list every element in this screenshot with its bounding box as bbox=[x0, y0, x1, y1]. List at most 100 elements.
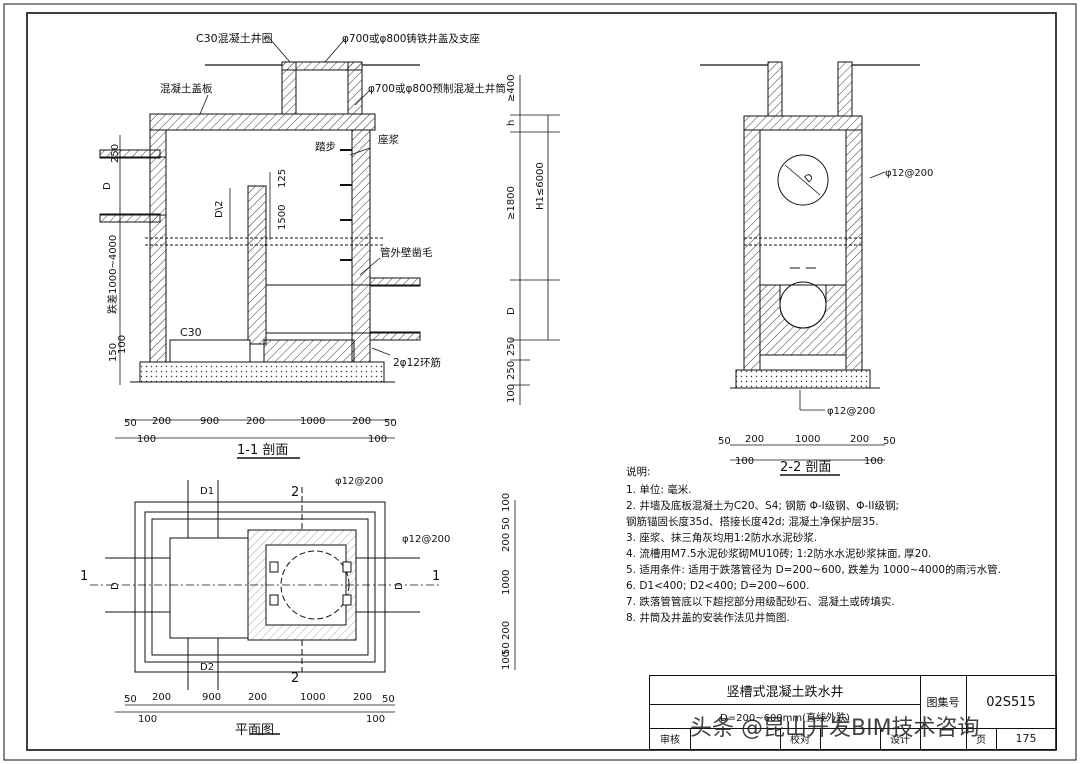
dim-p-v200b: 200 bbox=[501, 621, 512, 640]
label-cover: φ700或φ800铸铁井盖及支座 bbox=[342, 32, 480, 45]
title-section-1-1: 1-1 剖面 bbox=[237, 443, 288, 458]
dim-p-v50b: 50 bbox=[501, 642, 512, 655]
label-c30-ring: C30混凝土井圈 bbox=[196, 31, 273, 45]
label-slab: 混凝土盖板 bbox=[160, 82, 213, 95]
dim-p-c: 900 bbox=[202, 692, 221, 703]
notes-heading: 说明: bbox=[626, 466, 651, 478]
dim-p-h: 100 bbox=[138, 714, 157, 725]
dim-v125: 125 bbox=[277, 169, 288, 188]
note-item: 6. D1<400; D2<400; D=200~600. bbox=[626, 580, 810, 592]
title-block-atlas-label: 图集号 bbox=[920, 676, 967, 729]
dim-left-a: 50 bbox=[124, 418, 137, 429]
note-item: 8. 井筒及井盖的安装作法见井筒图. bbox=[626, 612, 790, 624]
dim-p-e: 1000 bbox=[300, 692, 325, 703]
dim-r250a: 250 bbox=[506, 337, 517, 356]
dim-p-a: 50 bbox=[124, 694, 137, 705]
dim-left-d: 200 bbox=[246, 416, 265, 427]
title-plan: 平面图 bbox=[235, 723, 274, 738]
dim-left-b: 200 bbox=[152, 416, 171, 427]
dim-p-v200a: 200 bbox=[501, 533, 512, 552]
label-d-plan-r: D bbox=[394, 582, 405, 590]
dim-p-i: 100 bbox=[366, 714, 385, 725]
sheet-outer-border bbox=[3, 3, 1077, 761]
title-block-design-sign bbox=[920, 728, 967, 749]
note-item: 5. 适用条件: 适用于跌落管径为 D=200~600, 跌差为 1000~40… bbox=[626, 564, 1001, 576]
dimension-column bbox=[510, 75, 560, 405]
title-section-2-2: 2-2 剖面 bbox=[780, 460, 831, 475]
label-d2: D\2 bbox=[214, 201, 225, 218]
label-rebar-4: φ12@200 bbox=[402, 534, 450, 545]
dim-s2-d: 200 bbox=[850, 434, 869, 445]
note-item: 4. 流槽用M7.5水泥砂浆砌MU10砖; 1:2防水水泥砂浆抹面, 厚20. bbox=[626, 548, 932, 560]
dim-left-g: 50 bbox=[384, 418, 397, 429]
title-block-check-sign bbox=[820, 728, 881, 749]
dim-s2-g: 100 bbox=[864, 456, 883, 467]
note-item: 2. 井墙及底板混凝土为C20、S4; 钢筋 Φ-I级钢、Φ-II级钢; bbox=[626, 500, 900, 512]
dim-p-v100a: 100 bbox=[501, 493, 512, 512]
label-drop: 跌差1000~4000 bbox=[106, 235, 119, 314]
section-2-2 bbox=[700, 61, 920, 476]
dim-p-b: 200 bbox=[152, 692, 171, 703]
label-d-left: D bbox=[102, 182, 113, 190]
dim-left-f: 200 bbox=[352, 416, 371, 427]
dim-r250b: 250 bbox=[506, 361, 517, 380]
title-block-review-sign bbox=[690, 728, 781, 749]
section-1-1 bbox=[99, 38, 421, 459]
title-block-review: 审核 bbox=[650, 728, 691, 749]
label-c30: C30 bbox=[180, 326, 202, 339]
dim-v100: 100 bbox=[117, 335, 128, 354]
section-mark-2b: 2 bbox=[291, 671, 299, 686]
section-mark-2a: 2 bbox=[291, 485, 299, 500]
dim-h1: H1≤6000 bbox=[535, 162, 546, 210]
label-d1: D1 bbox=[200, 486, 214, 497]
label-step: 踏步 bbox=[315, 140, 336, 153]
watermark-text: 头条 @昆山开发BIM技术咨询 bbox=[690, 716, 980, 741]
dim-s2-b: 200 bbox=[745, 434, 764, 445]
dim-p-g: 50 bbox=[382, 694, 395, 705]
label-ring-bar: 2φ12环筋 bbox=[393, 356, 441, 369]
dim-v150: 150 bbox=[108, 343, 119, 362]
note-item: 1. 单位: 毫米. bbox=[626, 484, 692, 496]
label-rebar-1: φ12@200 bbox=[885, 168, 933, 179]
dim-s2-f: 100 bbox=[735, 456, 754, 467]
title-block-subtitle: D=200~600mm(直线外跌) bbox=[650, 704, 921, 729]
dim-left-h: 100 bbox=[137, 434, 156, 445]
dim-s2-c: 1000 bbox=[795, 434, 820, 445]
section-mark-1b: 1 bbox=[432, 569, 440, 584]
label-d-plan-l: D bbox=[110, 582, 121, 590]
dim-r100: 100 bbox=[506, 384, 517, 403]
label-rebar-2: φ12@200 bbox=[827, 406, 875, 417]
dim-p-v100b: 100 bbox=[501, 651, 512, 670]
label-mortar: 座浆 bbox=[378, 133, 399, 146]
title-block: 竖槽式混凝土跌水井 D=200~600mm(直线外跌) 图集号 02S515 审… bbox=[649, 675, 1057, 750]
note-item: 钢筋锚固长度35d、搭接长度42d; 混凝土净保护层35. bbox=[626, 516, 879, 528]
note-item: 3. 座浆、抹三角灰均用1:2防水水泥砂浆. bbox=[626, 532, 818, 544]
label-shaft: φ700或φ800预制混凝土井筒 bbox=[368, 82, 506, 95]
note-item: 7. 跌落管管底以下超挖部分用级配砂石、混凝土或砖填实. bbox=[626, 596, 895, 608]
section-mark-1a: 1 bbox=[80, 569, 88, 584]
dim-p-v50a: 50 bbox=[501, 517, 512, 530]
dim-v250: 250 bbox=[110, 144, 121, 163]
dim-p-f: 200 bbox=[353, 692, 372, 703]
dim-left-c: 900 bbox=[200, 416, 219, 427]
title-block-check: 校对 bbox=[780, 728, 821, 749]
title-block-page-no: 175 bbox=[1015, 732, 1037, 745]
title-block-atlas-no: 02S515 bbox=[966, 676, 1056, 729]
title-block-title: 竖槽式混凝土跌水井 bbox=[650, 676, 921, 705]
title-block-page-label: 页 bbox=[966, 728, 997, 749]
dim-left-i: 100 bbox=[368, 434, 387, 445]
dim-r400: ≥400 bbox=[506, 75, 517, 102]
notes-block: 说明: 1. 单位: 毫米. 2. 井墙及底板混凝土为C20、S4; 钢筋 Φ-… bbox=[626, 464, 1046, 626]
dim-rh: h bbox=[506, 120, 517, 126]
label-rebar-3: φ12@200 bbox=[335, 476, 383, 487]
label-pipe-collar: 管外壁凿毛 bbox=[380, 246, 433, 259]
dim-r1800: ≥1800 bbox=[506, 186, 517, 220]
dim-left-e: 1000 bbox=[300, 416, 325, 427]
dim-s2-a: 50 bbox=[718, 436, 731, 447]
dim-s2-e: 50 bbox=[883, 436, 896, 447]
dim-rd: D bbox=[506, 307, 517, 315]
title-block-design: 设计 bbox=[880, 728, 921, 749]
label-d2b: D2 bbox=[200, 662, 214, 673]
sheet-inner-border bbox=[26, 12, 1057, 751]
